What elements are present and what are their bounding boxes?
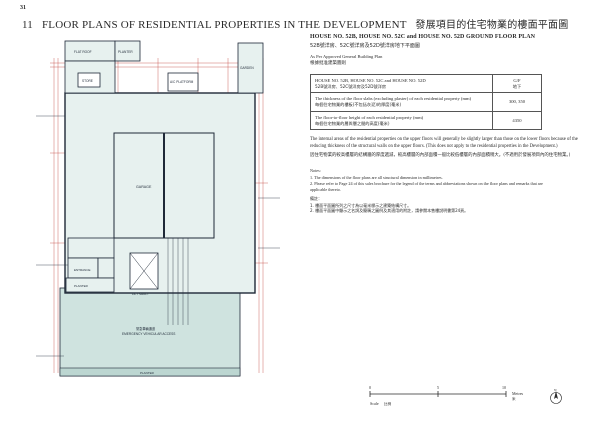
garden-area: [59, 287, 241, 377]
scale-tick-0: 0: [369, 385, 371, 390]
page-number: 31: [20, 5, 26, 11]
ramp-hatching: [167, 238, 189, 325]
note-item-en: 2. Please refer to Page 24 of this sales…: [310, 180, 543, 192]
north-label: N: [554, 388, 557, 392]
scale-bar: 0 5 10 Metres 米 Scale 比例: [369, 385, 524, 406]
label-flat-roof: FLAT ROOF: [74, 50, 92, 54]
garage-divider: [163, 133, 165, 238]
scale-unit-zh: 米: [512, 396, 516, 401]
row-label-en: HOUSE NO. 52B, HOUSE NO. 52C and HOUSE N…: [315, 78, 426, 83]
internal-areas-en: The internal areas of the residential pr…: [310, 137, 578, 150]
label-garage: GARAGE: [136, 185, 152, 189]
label-garden: GARDEN: [240, 66, 254, 70]
row-value-zh: 地下: [512, 83, 522, 89]
leader-lines: [36, 115, 280, 357]
table-row: The floor-to-floor height of each reside…: [310, 110, 542, 131]
row-label-zh: 每個住宅物業的樓板(不包括灰泥)的厚度(毫米): [315, 102, 402, 108]
heading-title-en: FLOOR PLANS OF RESIDENTIAL PROPERTIES IN…: [41, 19, 407, 31]
row-label-zh: 52B號洋房、52C號洋房及52D號洋房: [315, 83, 387, 89]
label-planter-bottom: PLANTER: [140, 371, 155, 375]
upper-rooms: [64, 40, 264, 94]
note-item-zh: 2. 樓面平面圖中顯示之名詞及簡稱之圖例及其適用的附註，請參閱本售樓說明書第24…: [310, 208, 469, 214]
row-label-en: The floor-to-floor height of each reside…: [315, 114, 424, 120]
row-value-en: G/F: [513, 78, 521, 83]
scale-label-zh: 比例: [384, 401, 392, 406]
spec-table: HOUSE NO. 52B, HOUSE NO. 52C and HOUSE N…: [310, 73, 542, 131]
table-row: The thickness of the floor slabs (exclud…: [310, 92, 542, 112]
subheading-zh: 52B號洋房、52C號洋房及52D號洋房地下平面圖: [310, 43, 420, 49]
page-heading: 11 FLOOR PLANS OF RESIDENTIAL PROPERTIES…: [22, 16, 568, 31]
label-planter-left: PLANTER: [74, 284, 89, 288]
info-column: HOUSE NO. 52B, HOUSE NO. 52C and HOUSE N…: [310, 34, 588, 214]
planter-strip: [59, 367, 241, 377]
label-ac-platform: A/C PLATFORM: [170, 80, 194, 84]
approved-plan-en: As Per Approved General Building Plan: [310, 54, 383, 59]
label-planter-top: PLANTER: [118, 50, 133, 54]
label-entrance: ENTRANCE: [74, 268, 91, 272]
label-store: STORE: [82, 79, 93, 83]
heading-title-zh: 發展項目的住宅物業的樓面平面圖: [415, 20, 569, 31]
heading-number: 11: [22, 19, 33, 31]
internal-areas-zh: 因住宅物業的較高樓層的結構牆的厚度遞減，較高樓層的內部面積一般比較低樓層的內部面…: [310, 152, 571, 158]
row-value: 4350: [492, 110, 542, 131]
floor-plan-drawing: FLAT ROOF PLANTER STORE A/C PLATFORM GAR…: [36, 40, 280, 377]
table-row: HOUSE NO. 52B, HOUSE NO. 52C and HOUSE N…: [310, 73, 542, 94]
note-item-en: 1. The dimensions of the floor plans are…: [310, 174, 443, 180]
scale-tick-10: 10: [502, 385, 506, 390]
scale-label: Scale: [370, 401, 379, 406]
row-label-en: The thickness of the floor slabs (exclud…: [315, 96, 472, 102]
scale-unit: Metres: [512, 391, 524, 396]
label-emergency-access-zh: 緊急車輛通道: [136, 326, 156, 331]
scale-tick-5: 5: [437, 385, 439, 390]
notes-title-en: Notes:: [310, 167, 321, 173]
note-item-zh: 1. 樓面平面圖所列之尺寸為以毫米標示之建築結構尺寸。: [310, 202, 412, 208]
label-lift-shaft: LIFT SHAFT: [132, 292, 149, 296]
notes-block: Notes: 1. The dimensions of the floor pl…: [310, 168, 560, 215]
row-label-zh: 每個住宅物業的層與層之間的高度(毫米): [315, 120, 390, 126]
notes-title-zh: 備註：: [310, 195, 322, 201]
subheading-en: HOUSE NO. 52B, HOUSE NO. 52C and HOUSE N…: [310, 34, 536, 40]
left-services: [65, 237, 115, 293]
north-arrow-icon: N: [550, 388, 562, 404]
row-value: 300, 350: [492, 92, 542, 112]
label-emergency-access: EMERGENCY VEHICULAR ACCESS: [122, 332, 175, 336]
approved-plan-zh: 根據批准建築圖則: [310, 61, 346, 66]
